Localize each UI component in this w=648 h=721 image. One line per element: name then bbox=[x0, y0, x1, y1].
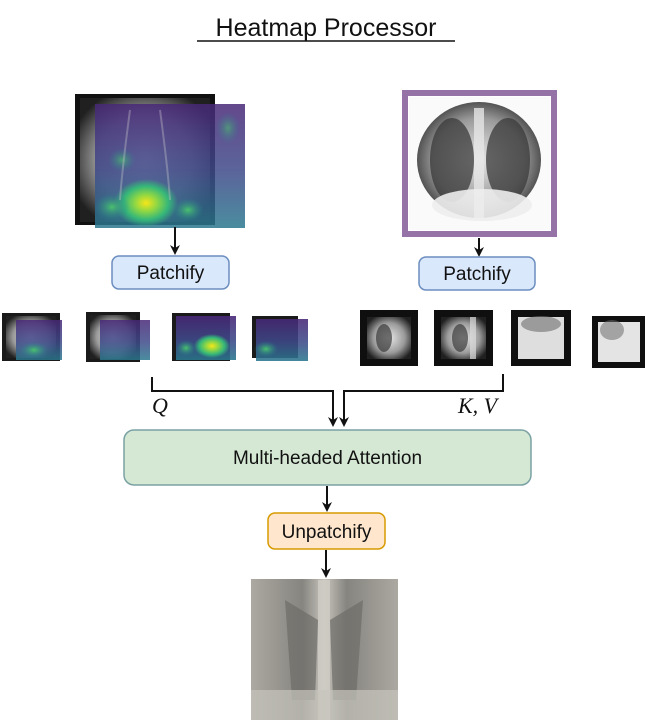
query-label: Q bbox=[152, 393, 168, 418]
patchify-left-box: Patchify bbox=[111, 255, 230, 290]
heatmap-patch-4 bbox=[252, 316, 308, 361]
reference-patch-4 bbox=[592, 316, 645, 368]
patchify-right-box: Patchify bbox=[418, 256, 536, 291]
heatmap-patches bbox=[2, 312, 308, 362]
reference-patches bbox=[360, 310, 645, 368]
unpatchify-label: Unpatchify bbox=[282, 522, 372, 543]
attention-box: Multi-headed Attention bbox=[123, 429, 532, 486]
heatmap-patch-3 bbox=[172, 313, 236, 361]
heatmap-patch-2 bbox=[86, 312, 150, 362]
reference-xray-image bbox=[402, 90, 557, 237]
arrow-query-to-attention bbox=[151, 377, 338, 427]
patchify-right-label: Patchify bbox=[443, 264, 511, 285]
heatmap-xray-image bbox=[75, 94, 245, 228]
attention-label: Multi-headed Attention bbox=[233, 448, 422, 469]
title-group: Heatmap Processor bbox=[197, 14, 455, 42]
reference-frame bbox=[402, 90, 557, 237]
reference-patch-1 bbox=[360, 310, 418, 366]
output-heatmap-image bbox=[251, 579, 398, 720]
reference-patch-2 bbox=[434, 310, 493, 366]
heatmap-patch-1 bbox=[2, 313, 62, 361]
patchify-left-label: Patchify bbox=[137, 263, 205, 284]
arrow-key-value-to-attention bbox=[339, 374, 504, 427]
key-value-label: K, V bbox=[457, 393, 500, 418]
diagram-title: Heatmap Processor bbox=[216, 14, 437, 42]
unpatchify-box: Unpatchify bbox=[267, 512, 386, 550]
reference-patch-3 bbox=[511, 310, 571, 366]
